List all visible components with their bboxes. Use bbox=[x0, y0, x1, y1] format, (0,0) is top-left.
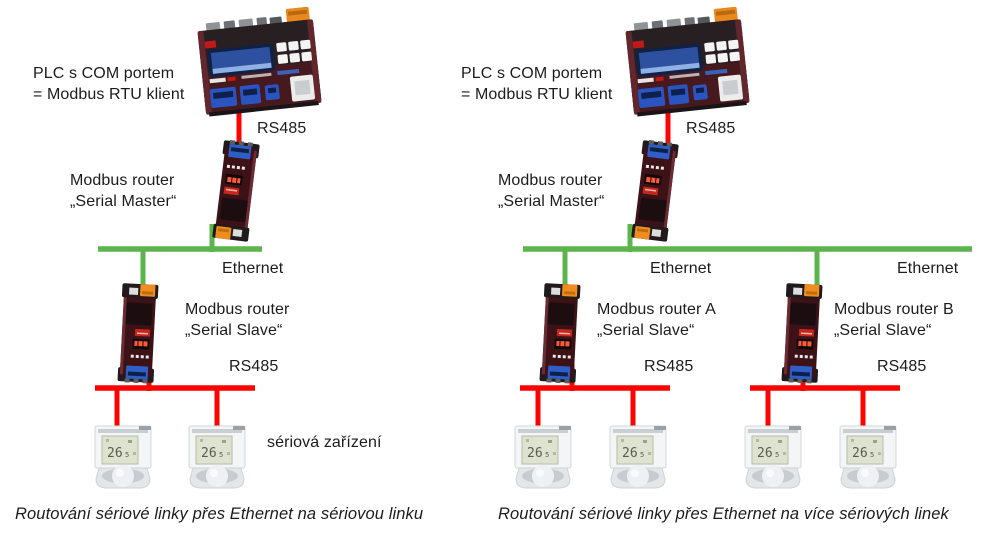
thermostat-image-a-1 bbox=[512, 424, 574, 490]
label-line: Modbus router bbox=[185, 301, 290, 318]
label-line: Modbus router A bbox=[597, 301, 716, 318]
left-caption: Routování sériové linky přes Ethernet na… bbox=[15, 505, 424, 523]
label-line: „Serial Slave“ bbox=[185, 322, 283, 339]
modbus-router-slave-a-image bbox=[532, 282, 587, 384]
modbus-router-slave-label-left: Modbus router „Serial Slave“ bbox=[185, 299, 289, 341]
rs485-label-left-top: RS485 bbox=[257, 120, 307, 137]
label-line: = Modbus RTU klient bbox=[461, 86, 613, 103]
serial-devices-label-left: sériová zařízení bbox=[267, 434, 382, 451]
label-line: „Serial Slave“ bbox=[834, 322, 932, 339]
rs485-label-b: RS485 bbox=[877, 358, 927, 375]
plc-client-label-right: PLC s COM portem = Modbus RTU klient bbox=[461, 63, 612, 105]
label-line: PLC s COM portem bbox=[461, 65, 603, 82]
modbus-router-slave-b-image bbox=[774, 282, 829, 384]
label-line: Modbus router bbox=[70, 172, 175, 189]
thermostat-image-b-2 bbox=[837, 424, 899, 490]
modbus-router-a-label: Modbus router A „Serial Slave“ bbox=[597, 299, 716, 341]
rs485-label-left-bottom: RS485 bbox=[229, 358, 279, 375]
label-line: „Serial Slave“ bbox=[597, 322, 695, 339]
plc-device-image-left bbox=[191, 6, 327, 119]
label-line: PLC s COM portem bbox=[33, 65, 175, 82]
label-line: Modbus router B bbox=[834, 301, 954, 318]
label-line: Modbus router bbox=[498, 172, 603, 189]
plc-client-label-left: PLC s COM portem = Modbus RTU klient bbox=[33, 63, 184, 105]
modbus-router-slave-image-left bbox=[110, 282, 165, 384]
ethernet-label-left: Ethernet bbox=[222, 260, 284, 277]
label-line: „Serial Master“ bbox=[498, 193, 605, 210]
thermostat-image-left-1 bbox=[92, 424, 154, 490]
rs485-label-right-top: RS485 bbox=[686, 120, 736, 137]
thermostat-image-b-1 bbox=[742, 424, 804, 490]
thermostat-image-a-2 bbox=[607, 424, 669, 490]
ethernet-label-right-1: Ethernet bbox=[650, 260, 712, 277]
label-line: „Serial Master“ bbox=[70, 193, 177, 210]
thermostat-image-left-2 bbox=[186, 424, 248, 490]
right-caption: Routování sériové linky přes Ethernet na… bbox=[498, 505, 949, 523]
rs485-label-a: RS485 bbox=[644, 358, 694, 375]
plc-device-image-right bbox=[619, 6, 755, 119]
label-line: = Modbus RTU klient bbox=[33, 86, 185, 103]
modbus-router-b-label: Modbus router B „Serial Slave“ bbox=[834, 299, 954, 341]
modbus-router-master-label-right: Modbus router „Serial Master“ bbox=[498, 170, 604, 212]
modbus-router-master-label-left: Modbus router „Serial Master“ bbox=[70, 170, 176, 212]
ethernet-label-right-2: Ethernet bbox=[897, 260, 959, 277]
